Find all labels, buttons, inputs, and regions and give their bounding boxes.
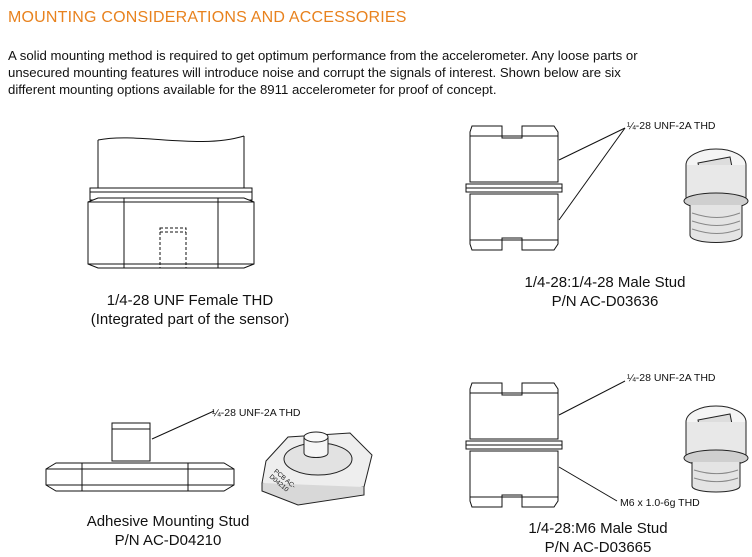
- male-stud-2-callout-top: ¼-28 UNF-2A THD: [627, 372, 716, 384]
- adhesive-stud-caption: Adhesive Mounting Stud P/N AC-D04210: [38, 512, 298, 550]
- male-stud-2-drawing: [462, 377, 567, 512]
- male-stud-2-photo: [680, 400, 752, 500]
- caption-title: 1/4-28 UNF Female THD: [106, 292, 274, 309]
- intro-line: A solid mounting method is required to g…: [8, 48, 638, 63]
- intro-line: unsecured mounting features will introdu…: [8, 65, 621, 80]
- male-stud-1-photo: [680, 143, 752, 253]
- male-stud-1-drawing: [462, 120, 567, 255]
- caption-title: 1/4-28:1/4-28 Male Stud: [524, 274, 686, 291]
- adhesive-stud-callout: ¼-28 UNF-2A THD: [212, 407, 301, 419]
- caption-title: Adhesive Mounting Stud: [86, 513, 250, 530]
- female-thd-caption: 1/4-28 UNF Female THD (Integrated part o…: [60, 291, 320, 329]
- caption-part-number: P/N AC-D04210: [114, 532, 222, 549]
- female-thd-drawing: [78, 128, 258, 273]
- male-stud-2-caption: 1/4-28:M6 Male Stud P/N AC-D03665: [468, 519, 728, 557]
- male-stud-1-caption: 1/4-28:1/4-28 Male Stud P/N AC-D03636: [475, 273, 735, 311]
- male-stud-2-leaders: [555, 375, 635, 510]
- caption-title: 1/4-28:M6 Male Stud: [528, 520, 668, 537]
- adhesive-stud-drawing: [40, 415, 240, 495]
- section-heading: MOUNTING CONSIDERATIONS AND ACCESSORIES: [8, 9, 407, 26]
- caption-part-number: P/N AC-D03665: [544, 539, 652, 556]
- male-stud-2-callout-bottom: M6 x 1.0-6g THD: [620, 497, 700, 509]
- caption-subtitle: (Integrated part of the sensor): [90, 311, 290, 328]
- male-stud-1-callout: ¼-28 UNF-2A THD: [627, 120, 716, 132]
- caption-part-number: P/N AC-D03636: [551, 293, 659, 310]
- adhesive-stud-leader: [150, 405, 220, 445]
- male-stud-1-leaders: [555, 120, 635, 230]
- adhesive-stud-photo: [258, 425, 378, 510]
- intro-line: different mounting options available for…: [8, 82, 497, 97]
- intro-paragraph: A solid mounting method is required to g…: [8, 47, 748, 98]
